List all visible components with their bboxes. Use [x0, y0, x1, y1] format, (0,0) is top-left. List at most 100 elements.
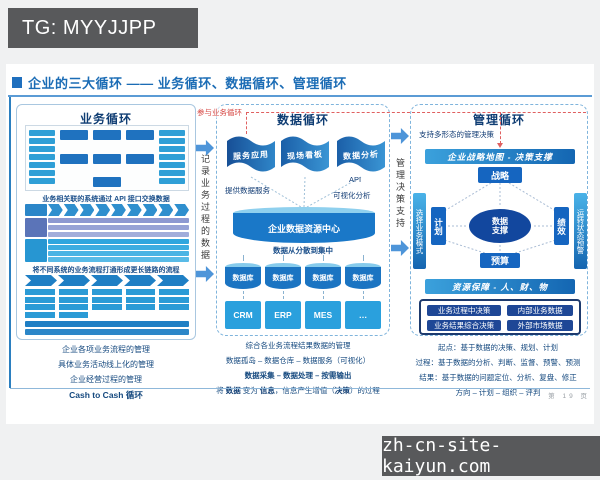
data-note: 综合各业务流程结果数据的管理 — [245, 341, 351, 350]
flag-data-analysis: 数据分析 — [337, 135, 385, 175]
visual-analysis-label: 可视化分析 — [333, 191, 371, 200]
data-panel-title: 数据循环 — [276, 113, 329, 127]
annotation-join-business-cycle: 参与业务循环 — [197, 107, 242, 118]
tg-badge: TG: MYYJJPP — [8, 8, 198, 48]
note-part-bold: 数据 — [225, 386, 241, 395]
resource-banner: 资源保障 - 人、财、物 — [425, 279, 575, 294]
database-label: 数据库 — [265, 267, 301, 289]
management-note: 过程：基于数据的分析、判断、监督、预警、预测 — [415, 358, 581, 367]
systems-center — [60, 130, 154, 187]
database-cylinder: 数据库 — [265, 263, 301, 289]
database-label: 数据库 — [345, 267, 381, 289]
strategy-map-banner: 企业战略地图 - 决策支撑 — [425, 149, 575, 164]
pill-result-decision: 业务结果综合决策 — [427, 320, 502, 331]
data-cycle-panel: 数据循环 服务应用 现场看板 数据分析 提供数据服务 API 可视化分析 企业数… — [216, 104, 390, 336]
system-box: CRM — [225, 301, 261, 329]
data-notes: 综合各业务流程结果数据的管理 数据孤岛 – 数据仓库 – 数据服务（可视化） 数… — [193, 340, 403, 396]
slide-title-bar: 企业的三大循环 —— 业务循环、数据循环、管理循环 — [12, 73, 347, 92]
data-note-bold: 数据采集 – 数据处理 – 按需输出 — [244, 371, 352, 380]
page-number: 第 19 页 — [548, 393, 590, 400]
db-column: 数据库 ERP — [265, 255, 301, 329]
pill-external-data: 外部市场数据 — [507, 320, 573, 331]
title-bullet-icon — [12, 77, 22, 88]
title-underline — [8, 95, 592, 97]
systems-right-stack — [159, 130, 185, 184]
multi-form-decision-annotation: 支持多形态的管理决策 — [419, 130, 494, 139]
caption-api-exchange: 业务相关联的系统通过 API 接口交换数据 — [42, 196, 170, 203]
note-part: ，信息产生增值（ — [274, 386, 335, 395]
red-arrow-down-icon — [497, 143, 503, 148]
management-notes: 起点：基于数据的决策、规划、计划 过程：基于数据的分析、判断、监督、预警、预测 … — [396, 342, 600, 398]
systems-left-stack — [29, 130, 55, 184]
side-label-status-warning: 运转状态预警 — [574, 193, 587, 269]
red-dashed-line — [246, 112, 586, 113]
management-cycle-panel: 管理循环 支持多形态的管理决策 企业战略地图 - 决策支撑 战略 计划 绩效 数… — [410, 104, 588, 336]
ellipse-line: 支撑 — [492, 226, 508, 235]
scatter-to-central-label: 数据从分散到集中 — [273, 246, 333, 255]
diamond-connector-lines — [440, 182, 560, 256]
management-note: 起点：基于数据的决策、规划、计划 — [438, 343, 558, 352]
flag-kanban: 现场看板 — [281, 135, 329, 175]
connector-lines — [250, 176, 362, 208]
data-note-mixed: 将 数据 变为 信息，信息产生增值（决策）的过程 — [193, 385, 403, 396]
process-swimlane-diagram — [25, 204, 189, 262]
gap-left-label: 记录业务过程的数据 — [200, 154, 210, 262]
flag-label: 现场看板 — [286, 149, 324, 161]
pill-process-decision: 业务过程中决策 — [427, 305, 502, 316]
systems-diagram — [25, 125, 189, 191]
business-notes: 企业各项业务流程的管理 具体业务活动线上化的管理 企业经营过程的管理 Cash … — [12, 344, 200, 401]
caption-process-chain: 将不同系统的业务流程打通形成更长链路的流程 — [32, 267, 180, 274]
flag-service-app: 服务应用 — [227, 135, 275, 175]
business-cycle-panel: 业务循环 业务相关联的系统通过 API 接口交换数据 将不同系统的业务流程打通形… — [16, 104, 196, 340]
management-panel-title: 管理循环 — [472, 113, 525, 127]
node-performance: 绩效 — [554, 207, 569, 245]
system-box: MES — [305, 301, 341, 329]
ellipse-line: 数据 — [492, 216, 508, 226]
business-note: 企业经营过程的管理 — [70, 375, 142, 384]
database-cylinder: 数据库 — [225, 263, 261, 289]
database-cylinder: 数据库 — [345, 263, 381, 289]
pill-row: 业务结果综合决策 外部市场数据 — [427, 320, 573, 331]
business-panel-title: 业务循环 — [79, 112, 132, 126]
note-part: ）的过程 — [349, 386, 380, 395]
business-note-bold: Cash to Cash 循环 — [69, 390, 143, 400]
database-cylinder: 数据库 — [305, 263, 341, 289]
value-chain-diagram — [25, 275, 189, 337]
system-box: … — [345, 301, 381, 329]
database-label: 数据库 — [305, 267, 341, 289]
pill-row: 业务过程中决策 内部业务数据 — [427, 305, 573, 316]
node-strategy: 战略 — [478, 167, 522, 183]
business-note: 具体业务活动线上化的管理 — [58, 360, 154, 369]
db-column: 数据库 … — [345, 255, 381, 329]
data-note: 数据孤岛 – 数据仓库 – 数据服务（可视化） — [225, 356, 371, 365]
watermark-badge: zh-cn-site-kaiyun.com — [382, 435, 600, 477]
management-note: 结果：基于数据的问题定位、分析、复盘、修正 — [419, 373, 577, 382]
gap-right-label: 管理决策支持 — [395, 158, 405, 230]
database-label: 数据库 — [225, 267, 261, 289]
watermark-text: zh-cn-site-kaiyun.com — [382, 435, 502, 477]
pill-internal-data: 内部业务数据 — [507, 305, 573, 316]
node-budget: 预算 — [480, 253, 520, 268]
data-center-cylinder: 企业数据资源中心 — [233, 207, 375, 243]
note-part-bold: 信息 — [259, 386, 275, 395]
note-part-bold: 决策 — [334, 386, 350, 395]
note-part: 变为 — [240, 386, 260, 395]
db-column: 数据库 CRM — [225, 255, 261, 329]
db-column: 数据库 MES — [305, 255, 341, 329]
tg-badge-text: TG: MYYJJPP — [22, 16, 157, 39]
data-center-label: 企业数据资源中心 — [233, 213, 375, 243]
decision-data-box: 业务过程中决策 内部业务数据 业务结果综合决策 外部市场数据 — [419, 299, 581, 335]
flag-icon — [281, 136, 329, 172]
slide-title: 企业的三大循环 —— 业务循环、数据循环、管理循环 — [28, 76, 347, 91]
api-label: API — [349, 175, 362, 184]
footer-divider — [10, 388, 590, 389]
provide-data-service-label: 提供数据服务 — [225, 186, 270, 195]
data-support-ellipse: 数据 支撑 — [469, 209, 531, 243]
side-label-business-model: 选择业务模式 — [413, 193, 426, 269]
note-part: 将 — [216, 386, 226, 395]
flag-label: 服务应用 — [232, 149, 270, 161]
management-note: 方向 – 计划 – 组织 – 评判 — [455, 388, 541, 397]
left-accent-line — [9, 97, 11, 388]
flag-icon — [227, 136, 275, 172]
flag-label: 数据分析 — [342, 149, 380, 161]
